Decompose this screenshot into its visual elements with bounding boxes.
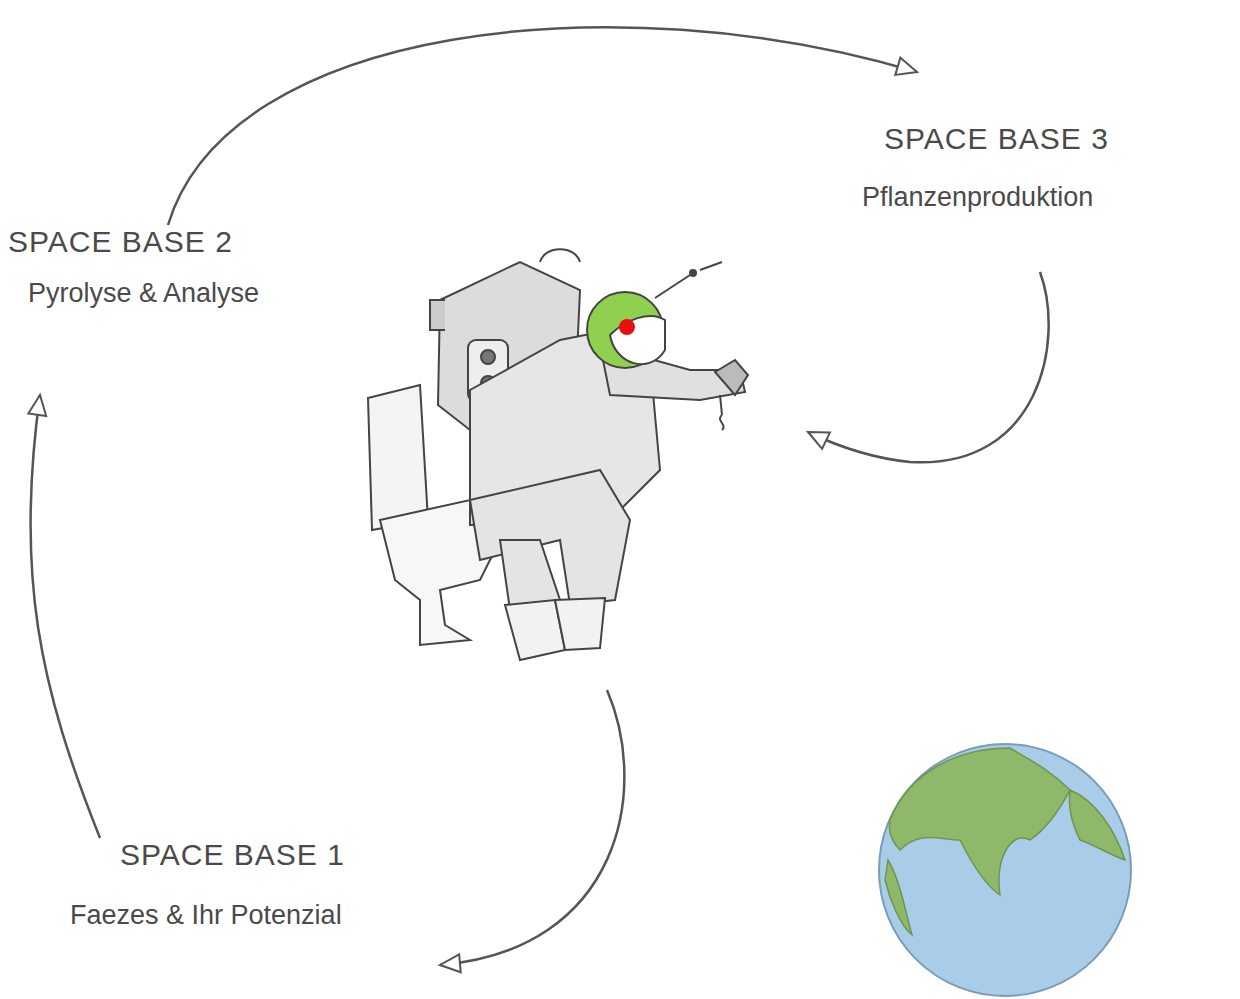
base-title: SPACE BASE 3 <box>884 122 1232 156</box>
base-title: SPACE BASE 1 <box>120 838 490 872</box>
earth <box>879 744 1131 996</box>
base-description: Pflanzenproduktion <box>862 182 1232 213</box>
base-label: SPACE BASE 3 Pflanzenproduktion <box>862 60 1232 240</box>
base-label: SPACE BASE 2Pyrolyse & Analyse <box>8 225 308 395</box>
base-label: SPACE BASE 1 Faezes & Ihr Potenzial <box>70 838 490 958</box>
cycle-arrow <box>30 395 100 838</box>
cycle-arrow <box>168 27 917 225</box>
base-title: SPACE BASE 2 <box>8 225 308 259</box>
base-description: Pyrolyse & Analyse <box>8 271 348 315</box>
cycle-arrow <box>808 272 1049 462</box>
base-description: Faezes & Ihr Potenzial <box>70 900 490 931</box>
cycle-arrow <box>440 690 624 965</box>
astronaut-on-toilet <box>368 249 748 660</box>
